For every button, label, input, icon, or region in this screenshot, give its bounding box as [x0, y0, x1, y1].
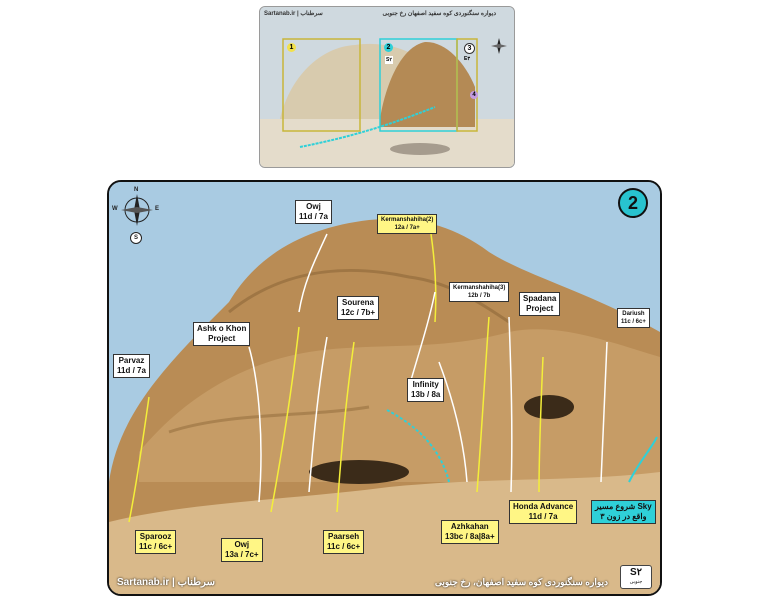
- inset-title: دیواره سنگنوردی کوه سفید اصفهان رخ جنوبی: [382, 11, 496, 17]
- compass-east-label: E: [155, 206, 160, 212]
- compass-south-label: S: [130, 232, 142, 244]
- sector-badge: 2: [618, 188, 648, 218]
- inset-compass-icon: [491, 38, 507, 54]
- overview-scene: [260, 7, 514, 167]
- compass-icon: [121, 194, 153, 226]
- compass-north-label: N: [134, 187, 139, 193]
- compass-west-label: W: [112, 206, 118, 212]
- inset-sector-3: 3: [464, 43, 475, 54]
- route-label-kermanshahiha3[interactable]: Kermanshahiha(3)12b / 7b: [449, 282, 510, 302]
- inset-sector-4: 4: [470, 91, 478, 99]
- overview-inset: Sartanab.ir | سرطناب دیواره سنگنوردی کوه…: [259, 6, 515, 168]
- footer-title: دیواره سنگنوردی کوه سفید اصفهان، رخ جنوب…: [434, 577, 608, 587]
- inset-sector-1: 1: [287, 43, 296, 52]
- route-label-kermanshahiha2[interactable]: Kermanshahiha(2)12a / 7a+: [377, 214, 438, 234]
- footer-site: Sartanab.ir | سرطناب: [117, 577, 215, 588]
- compass-rose: N W E S: [112, 187, 160, 244]
- cliff-scene: [109, 182, 660, 594]
- inset-sector-2-mark: S۲: [385, 56, 394, 64]
- inset-sector-3-mark: E۳: [464, 56, 471, 62]
- inset-site-label: Sartanab.ir | سرطناب: [264, 11, 323, 17]
- inset-sector-2: 2: [384, 43, 393, 52]
